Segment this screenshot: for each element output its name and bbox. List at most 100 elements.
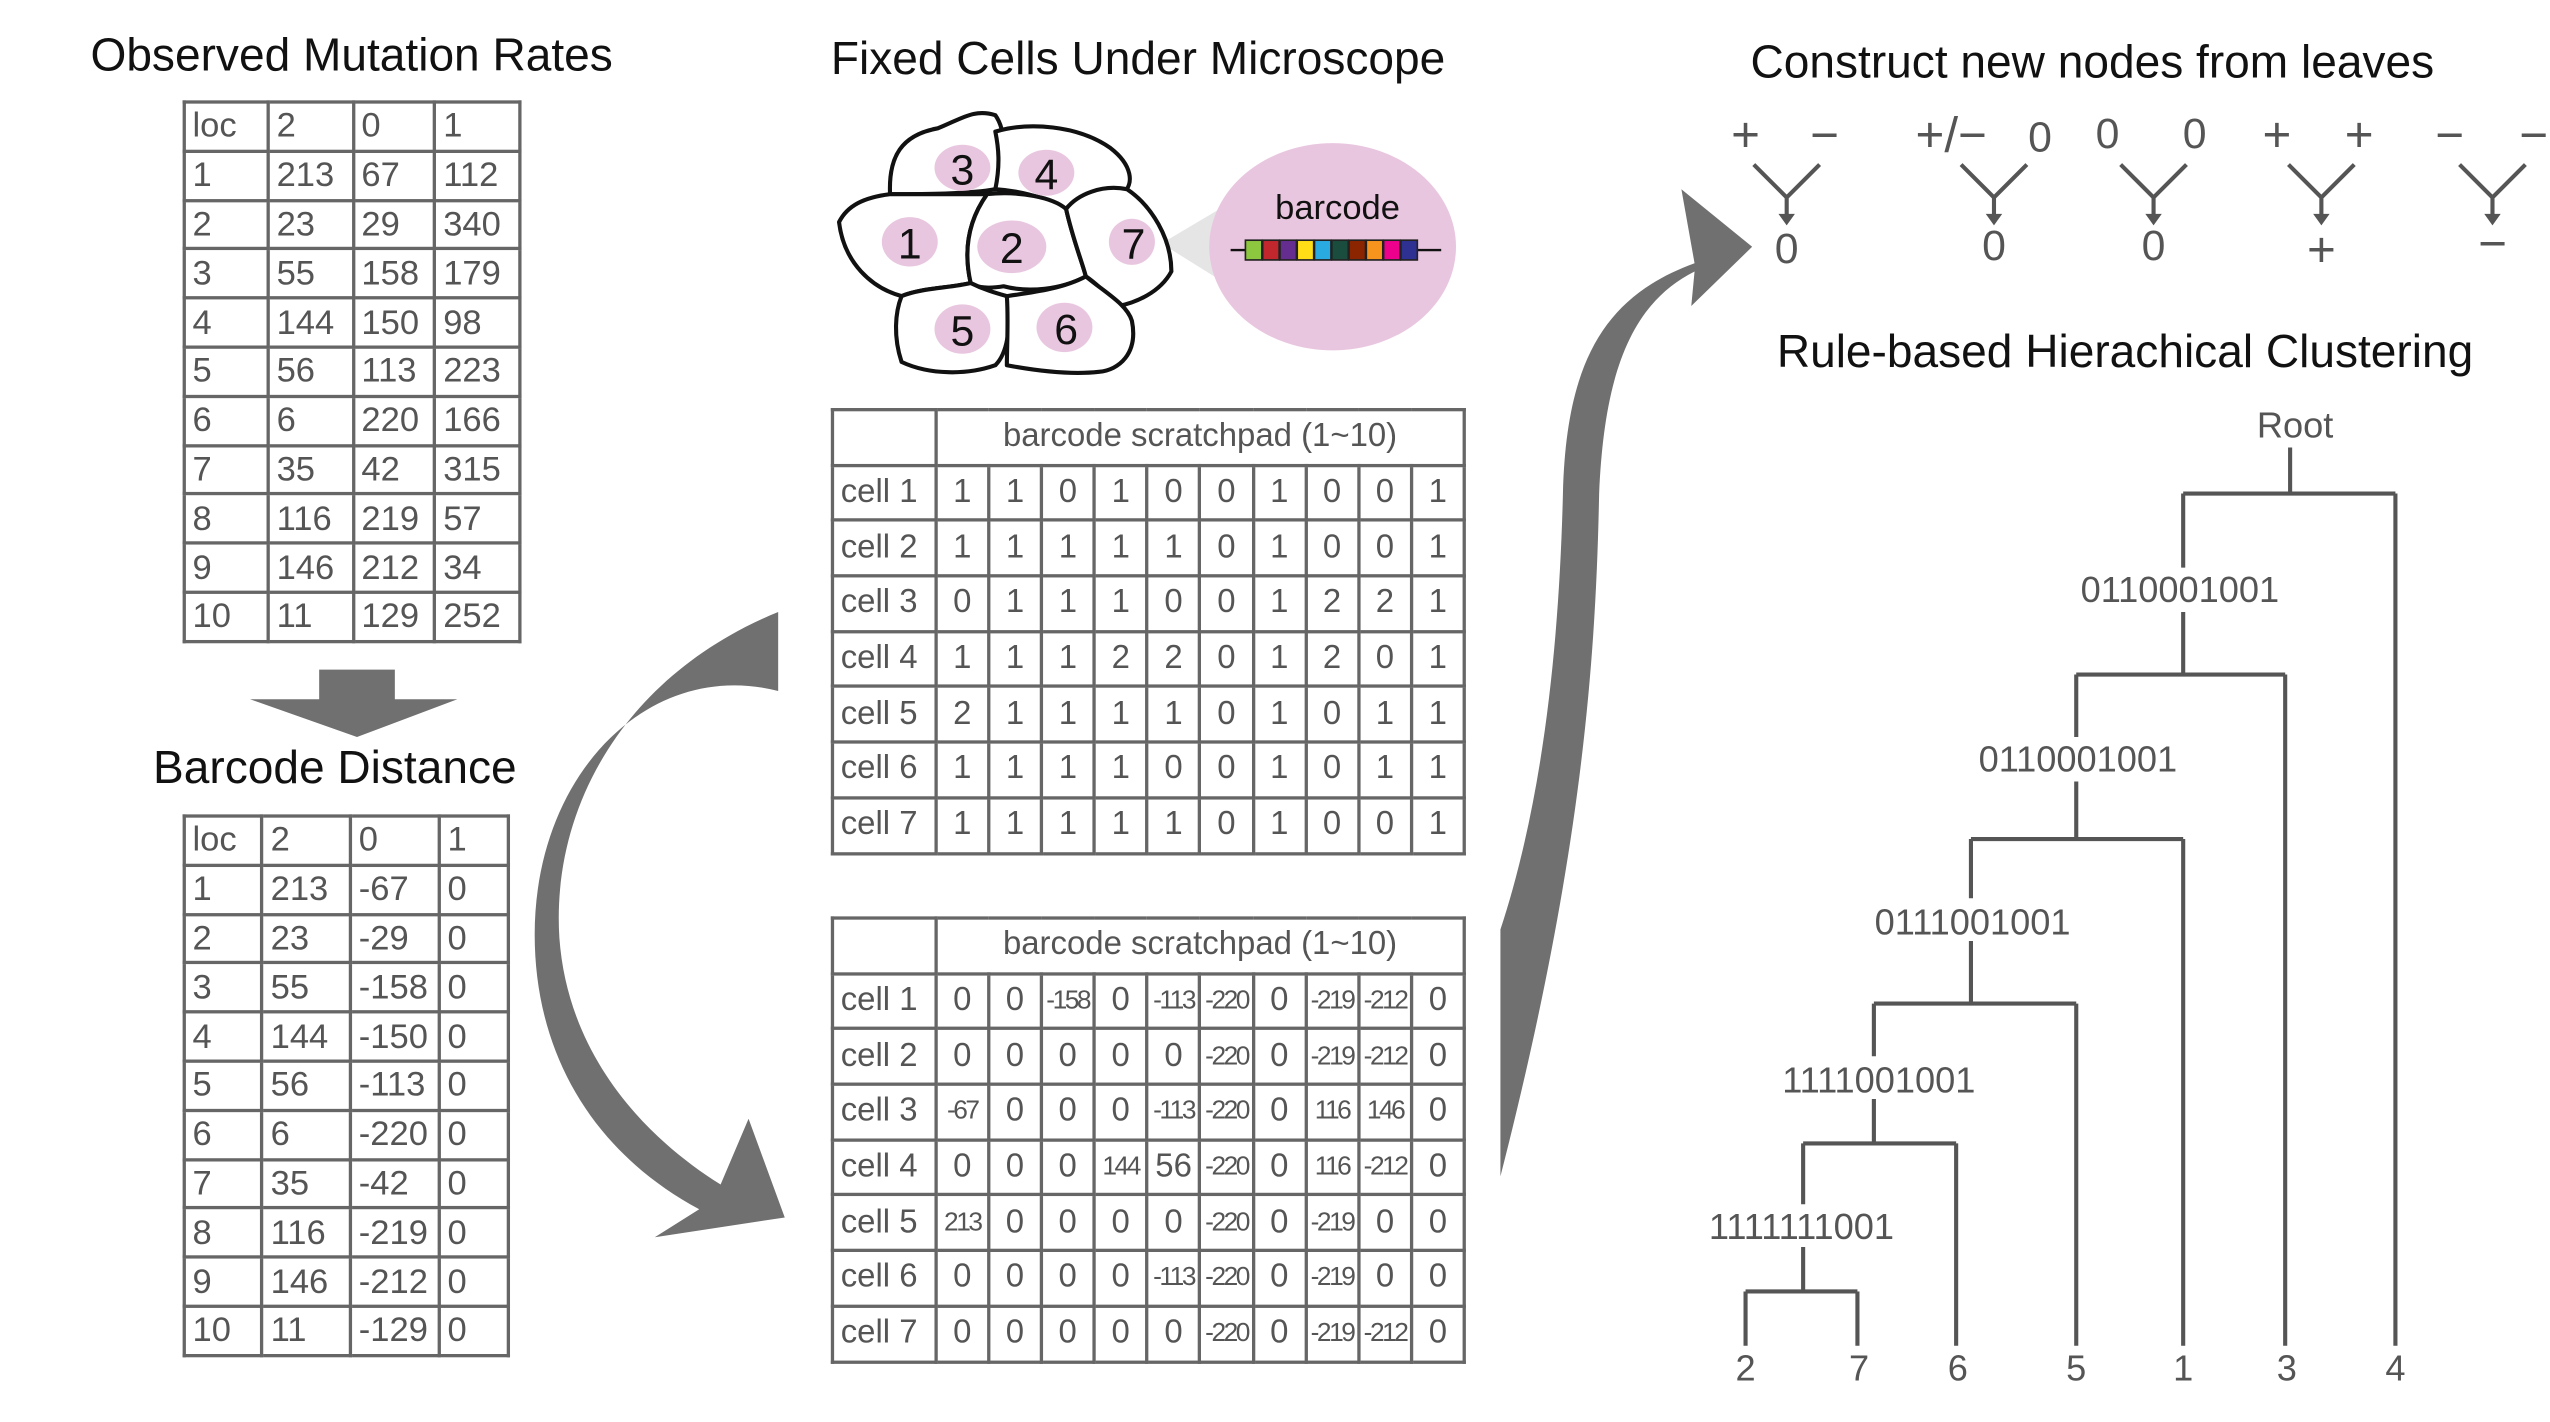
table-cell: -220 (1198, 1304, 1255, 1364)
barcode-distance-title: Barcode Distance (153, 741, 517, 793)
table-cell: 113 (351, 345, 437, 398)
table-cell: 0 (437, 1059, 511, 1112)
table-cell: 1 (934, 629, 991, 689)
row-label: cell 4 (830, 629, 938, 689)
table-cell: 0 (437, 912, 511, 965)
table-cell: -212 (348, 1255, 441, 1308)
table-cell: -220 (1198, 971, 1255, 1031)
rules-title: Construct new nodes from leaves (1750, 36, 2435, 88)
table-cell: -158 (348, 961, 441, 1014)
row-label: cell 5 (830, 1193, 938, 1253)
table-cell: 0 (1409, 1082, 1466, 1142)
clustering-title: Rule-based Hierachical Clustering (1776, 325, 2474, 377)
rule-5-left: − (2435, 107, 2464, 162)
table-cell: -212 (1356, 1304, 1414, 1364)
table-cell: 116 (260, 1206, 353, 1259)
barcode-label: barcode (1275, 189, 1400, 227)
cell-number-3: 3 (951, 146, 975, 194)
table-cell: 1 (1092, 463, 1149, 523)
table-cell: 0 (1251, 1304, 1308, 1364)
table-cell: 0 (437, 1206, 511, 1259)
table-cell: 219 (351, 492, 437, 545)
table-cell: 129 (351, 590, 437, 643)
table-cell: 1 (1251, 795, 1308, 855)
table-cell: 0 (1409, 971, 1466, 1031)
table-cell: 1 (1251, 574, 1308, 633)
tree-leaf-4: 4 (2385, 1347, 2405, 1388)
table-cell: 213 (266, 149, 355, 202)
table-cell: 0 (1251, 1027, 1308, 1086)
table-cell: 1 (1409, 629, 1466, 689)
table-cell: 0 (1409, 1304, 1466, 1364)
table-cell: 1 (987, 629, 1044, 689)
table-cell: -129 (348, 1304, 441, 1357)
table-cell: 1 (1356, 740, 1413, 800)
table-cell: 0 (1039, 1304, 1096, 1364)
table-cell: 6 (182, 1108, 265, 1161)
row-label: cell 4 (830, 1138, 938, 1197)
table-cell: 0 (1198, 463, 1255, 523)
table-cell: 0 (1092, 1193, 1149, 1253)
table-cell: 0 (1198, 629, 1255, 689)
table-cell: 0 (1039, 1027, 1096, 1086)
table-cell: 2 (1092, 629, 1149, 689)
table-cell: 0 (437, 961, 511, 1014)
table-cell: 0 (987, 1304, 1043, 1364)
table-cell: 0 (934, 1304, 991, 1364)
tree-root: Root (2257, 405, 2333, 446)
cell-number-1: 1 (898, 220, 922, 268)
row-label: cell 5 (830, 685, 938, 744)
table-cell: 0 (437, 863, 511, 916)
table-cell: 1 (1251, 685, 1308, 744)
table-cell: 35 (266, 443, 355, 496)
table-cell: -212 (1356, 1138, 1414, 1197)
table-cell: 7 (182, 1157, 265, 1210)
table-cell: -220 (1198, 1248, 1255, 1308)
table-cell: 144 (266, 296, 355, 349)
table-cell: 1 (1039, 795, 1096, 855)
table-cell: 116 (1303, 1138, 1361, 1197)
row-label: cell 1 (830, 971, 938, 1031)
row-label: cell 3 (830, 574, 938, 633)
tree-leaf-1: 1 (2173, 1347, 2193, 1388)
table-cell: 0 (437, 1010, 511, 1063)
scratchpad-header: barcode scratchpad (1~10) (934, 408, 1466, 467)
table-cell: -219 (1303, 1304, 1361, 1364)
table-cell: 150 (351, 296, 437, 349)
table-cell: 0 (1145, 1193, 1202, 1253)
table-cell: 158 (351, 247, 437, 300)
table-cell: 1 (1145, 518, 1202, 578)
rule-2-result: 0 (1982, 222, 2006, 270)
table-cell: 0 (1356, 463, 1413, 523)
scratchpad-header-row: barcode scratchpad (1~10) (830, 408, 1466, 467)
table-cell: 315 (433, 443, 522, 496)
table-cell: 1 (1092, 795, 1149, 855)
tree-node-1: 0110001001 (2081, 569, 2280, 610)
table-cell: 0 (1145, 463, 1202, 523)
table-cell: 9 (182, 1255, 265, 1308)
table-cell: 220 (351, 394, 437, 447)
table-cell: 1 (987, 463, 1044, 523)
table-cell: -220 (1198, 1027, 1255, 1086)
table-cell: -219 (1303, 971, 1361, 1031)
table-cell: 179 (433, 247, 522, 300)
table-cell: 3 (182, 247, 270, 300)
curved-arrow-down (534, 612, 785, 1238)
cell-cluster: 3 4 1 2 7 5 6 barcode (836, 110, 1457, 375)
table-cell: 1 (182, 149, 270, 202)
table-cell: 6 (182, 394, 270, 447)
table-cell: 0 (1198, 574, 1255, 633)
rule-1-result: 0 (1775, 225, 1799, 273)
cell-number-2: 2 (1000, 225, 1024, 273)
table-cell: 1 (934, 463, 991, 523)
table-cell: 0 (1145, 740, 1202, 800)
row-label: cell 2 (830, 518, 938, 578)
table-cell: 67 (351, 149, 437, 202)
